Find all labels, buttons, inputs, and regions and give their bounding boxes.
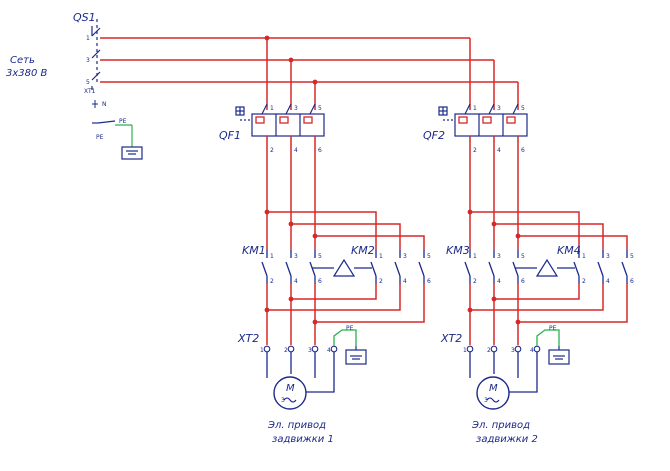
network-label: Сеть [10,55,35,66]
supply-earth [92,120,143,160]
km1-terminal-6: 6 [318,278,322,285]
terminal-block-xt2-2: 1 2 3 4 PE [463,325,570,393]
circuit-breaker-qf2: 1 3 5 2 4 6 [438,103,528,154]
xt2-label-2: XT2 [440,332,462,345]
contactor-km3 [464,250,519,284]
motor-1-letter: M [286,383,295,394]
neutral-label: N [102,101,107,108]
qf2-terminal-1: 1 [473,105,477,112]
xt1-label: XT1 [84,88,96,95]
km1-terminal-5: 5 [318,253,322,260]
km2-terminal-6: 6 [427,278,431,285]
qf1-terminal-6: 6 [318,147,322,154]
contactor-km2 [370,250,425,284]
bus-junctions [264,35,318,85]
interlock-1 [312,258,372,277]
motor-2-caption-line-1: Эл. привод [471,420,530,431]
interlock-2 [515,258,575,277]
qf2-terminal-6: 6 [521,147,525,154]
qf1-terminal-2: 2 [270,147,274,154]
xt2-1-terminal-1: 1 [260,347,264,354]
km1-terminal-2: 2 [270,278,274,285]
xt2-2-terminal-4: 4 [530,347,534,354]
qf1-terminal-3: 3 [294,105,298,112]
xt2-2-terminal-1: 1 [463,347,467,354]
qf2-terminal-2: 2 [473,147,477,154]
qf1-label: QF1 [219,129,241,142]
km3-terminal-4: 4 [497,278,501,285]
km2-terminal-3: 3 [403,253,407,260]
pe-label-m2: PE [549,325,557,332]
branch-1-wiring [266,136,425,345]
qf1-terminal-1: 1 [270,105,274,112]
terminal-block-xt2-1: 1 2 3 4 PE [260,325,367,393]
contactor-km4 [573,250,628,284]
qs1-terminal-1: 1 [86,35,90,42]
km1-terminal-4: 4 [294,278,298,285]
km4-terminal-5: 5 [630,253,634,260]
qf2-terminal-5: 5 [521,105,525,112]
main-buses [100,37,519,110]
motor-1: M 3 [273,376,307,410]
xt2-1-terminal-4: 4 [327,347,331,354]
motor-2-caption-line-2: задвижки 2 [476,434,538,445]
motor-2-letter: M [489,383,498,394]
xt2-1-terminal-3: 3 [308,347,312,354]
km4-terminal-3: 3 [606,253,610,260]
branch-1-junctions [264,209,318,325]
qs1-label: QS1 [73,11,96,24]
main-switch-qs1 [91,19,101,90]
km2-terminal-1: 1 [379,253,383,260]
motor-2: M 3 [476,376,510,410]
branch-2-junctions [467,209,521,325]
neutral-terminal [92,100,98,108]
qf2-terminal-3: 3 [497,105,501,112]
motor-1-caption-line-1: Эл. привод [267,420,326,431]
km4-terminal-6: 6 [630,278,634,285]
xt2-label-1: XT2 [237,332,259,345]
km4-terminal-4: 4 [606,278,610,285]
xt2-2-terminal-2: 2 [487,347,491,354]
motor-1-caption-line-2: задвижки 1 [272,434,334,445]
km2-terminal-5: 5 [427,253,431,260]
km4-label: KM4 [557,244,581,257]
km3-terminal-6: 6 [521,278,525,285]
network-voltage-label: 3х380 В [6,68,48,79]
xt2-2-terminal-3: 3 [511,347,515,354]
km2-terminal-4: 4 [403,278,407,285]
contactor-km1 [261,250,316,284]
km3-terminal-5: 5 [521,253,525,260]
qf1-terminal-4: 4 [294,147,298,154]
qf2-label: QF2 [423,129,445,142]
km3-terminal-2: 2 [473,278,477,285]
xt2-1-terminal-2: 2 [284,347,288,354]
pe-label-m1: PE [346,325,354,332]
qs1-terminal-3: 3 [86,57,90,64]
km3-label: KM3 [446,244,470,257]
km1-terminal-3: 3 [294,253,298,260]
km3-terminal-1: 1 [473,253,477,260]
km4-terminal-2: 2 [582,278,586,285]
km4-terminal-1: 1 [582,253,586,260]
km3-terminal-3: 3 [497,253,501,260]
motor-2-phases: 3 [484,397,488,404]
pe-label-left: PE [96,134,104,141]
qf1-terminal-5: 5 [318,105,322,112]
km2-label: KM2 [351,244,375,257]
qs1-terminal-5: 5 [86,79,90,86]
km1-terminal-1: 1 [270,253,274,260]
km2-terminal-2: 2 [379,278,383,285]
km1-label: KM1 [242,244,266,257]
branch-2-wiring [469,136,628,345]
motor-1-phases: 3 [281,397,285,404]
circuit-breaker-qf1: 1 3 5 2 4 6 [235,103,325,154]
qf2-terminal-4: 4 [497,147,501,154]
pe-label-top: PE [119,118,127,125]
